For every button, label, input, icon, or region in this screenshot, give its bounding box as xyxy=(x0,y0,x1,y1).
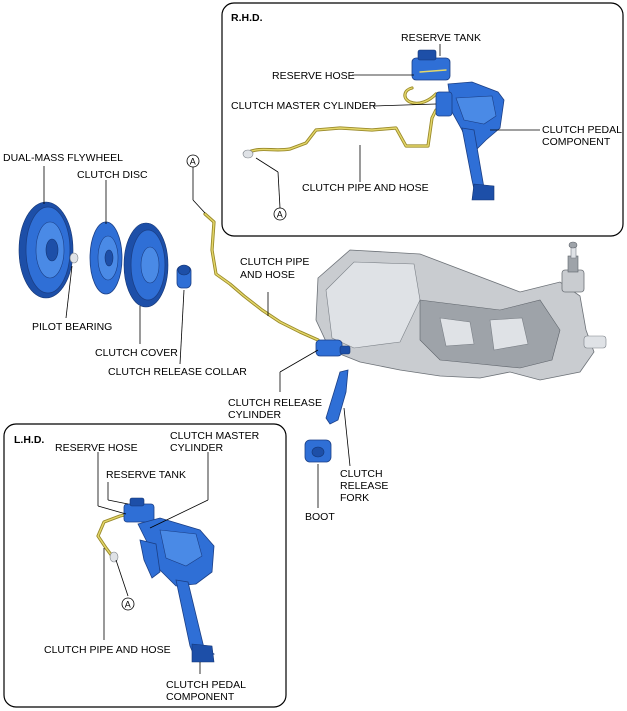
boot xyxy=(304,439,332,463)
dual-mass-flywheel xyxy=(18,201,74,299)
rhd-reserve-tank-label: RESERVE TANK xyxy=(401,32,481,44)
lhd-clutch-master-label-2: CYLINDER xyxy=(170,442,224,454)
lhd-clutch-pedal-label-1: CLUTCH PEDAL xyxy=(166,679,246,691)
lhd-reference-marker-text: A xyxy=(125,600,131,610)
lhd-reserve-tank-label: RESERVE TANK xyxy=(106,469,186,481)
lhd-panel: L.H.D. RESERVE HOSE CLUTCH MASTER CYLI xyxy=(3,423,287,708)
rhd-title: R.H.D. xyxy=(231,12,263,24)
center-clutch-pipe-label-1: CLUTCH PIPE xyxy=(240,256,309,268)
rhd-clutch-pedal-component xyxy=(435,81,505,201)
pilot-bearing xyxy=(69,252,79,264)
rhd-clutch-pipe-and-hose-label: CLUTCH PIPE AND HOSE xyxy=(302,182,429,194)
clutch-release-collar xyxy=(176,264,192,289)
clutch-release-fork-label-3: FORK xyxy=(340,492,369,504)
rhd-clutch-pedal-label-2: COMPONENT xyxy=(542,136,611,148)
rhd-clutch-master-cylinder-label: CLUTCH MASTER CYLINDER xyxy=(231,100,377,112)
center-clutch-pipe xyxy=(203,212,320,342)
lhd-reserve-tank xyxy=(123,497,155,523)
clutch-release-cylinder xyxy=(315,339,351,357)
lhd-reserve-hose-label: RESERVE HOSE xyxy=(55,442,138,454)
center-clutch-pipe-label-2: AND HOSE xyxy=(240,269,295,281)
lhd-clutch-master-label-1: CLUTCH MASTER xyxy=(170,430,260,442)
lhd-clutch-pipe xyxy=(96,510,140,563)
lhd-title: L.H.D. xyxy=(14,434,44,446)
rhd-clutch-pipe xyxy=(242,86,438,159)
rhd-reference-marker-text: A xyxy=(277,210,283,220)
dual-mass-flywheel-label: DUAL-MASS FLYWHEEL xyxy=(3,152,123,164)
rhd-panel: R.H.D. RES xyxy=(221,2,624,237)
lhd-clutch-pipe-and-hose-label: CLUTCH PIPE AND HOSE xyxy=(44,644,171,656)
clutch-disc xyxy=(89,221,123,295)
clutch-release-fork xyxy=(325,369,349,425)
lhd-frame xyxy=(3,423,287,708)
clutch-release-fork-label-2: RELEASE xyxy=(340,480,388,492)
rhd-frame xyxy=(221,2,624,237)
clutch-cover-label: CLUTCH COVER xyxy=(95,347,178,359)
lhd-clutch-pedal-component xyxy=(137,517,215,663)
transmission xyxy=(315,241,607,381)
center-reference-marker-text: A xyxy=(190,157,196,167)
clutch-release-collar-label: CLUTCH RELEASE COLLAR xyxy=(108,366,247,378)
lhd-reference-marker xyxy=(121,597,135,611)
lhd-clutch-pedal-label-2: COMPONENT xyxy=(166,691,235,703)
clutch-release-cylinder-label-2: CYLINDER xyxy=(228,409,282,421)
pilot-bearing-label: PILOT BEARING xyxy=(32,321,112,333)
rhd-clutch-pedal-label-1: CLUTCH PEDAL xyxy=(542,124,622,136)
clutch-cover xyxy=(123,222,169,308)
clutch-release-fork-label-1: CLUTCH xyxy=(340,468,383,480)
clutch-disc-label: CLUTCH DISC xyxy=(77,169,148,181)
rhd-reserve-tank xyxy=(411,49,451,81)
rhd-reserve-hose-label: RESERVE HOSE xyxy=(272,70,355,82)
boot-label: BOOT xyxy=(305,511,335,523)
clutch-release-cylinder-label-1: CLUTCH RELEASE xyxy=(228,397,322,409)
rhd-reference-marker xyxy=(273,207,287,221)
